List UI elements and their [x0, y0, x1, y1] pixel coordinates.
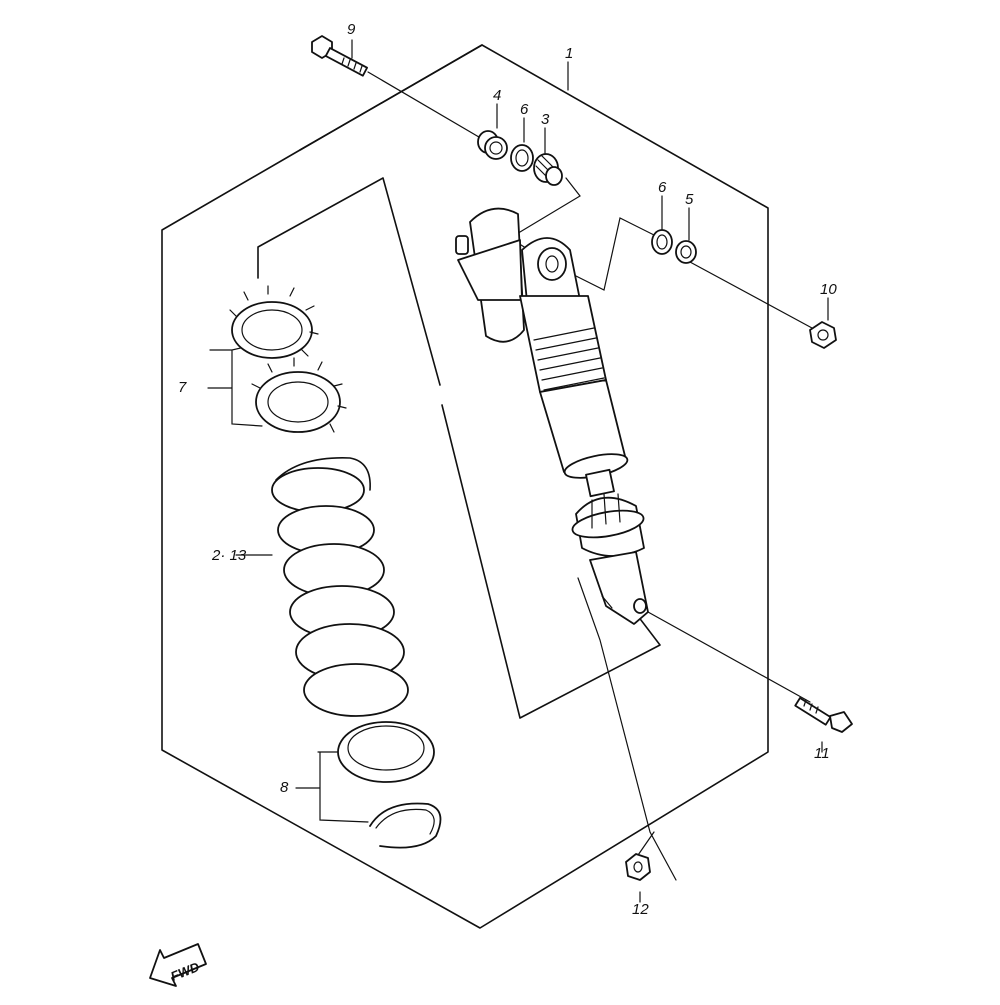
callout-2-13: 2· 13	[211, 547, 247, 564]
callout-11: 11	[814, 745, 830, 762]
callout-8: 8	[280, 779, 289, 796]
callout-10: 10	[820, 281, 837, 298]
oil-seal-right[interactable]	[651, 229, 673, 255]
callout-3: 3	[541, 111, 550, 128]
coil-spring[interactable]	[271, 457, 409, 717]
callout-4: 4	[493, 87, 501, 104]
needle-bearing[interactable]	[533, 153, 563, 186]
oil-seal-upper[interactable]	[510, 144, 534, 172]
callout-6-upper: 6	[520, 101, 529, 118]
collar-right[interactable]	[675, 240, 697, 264]
callout-12: 12	[632, 901, 649, 918]
callout-1: 1	[565, 45, 573, 62]
callout-labels: 1 2· 13 3 4 5 6 6 7 8 9 10 11 12	[178, 21, 837, 918]
spring-adjuster-nut-lower[interactable]	[251, 357, 347, 433]
stopper-ring[interactable]	[369, 802, 442, 849]
upper-bolt[interactable]	[311, 35, 368, 77]
callout-9: 9	[347, 21, 356, 38]
callout-5: 5	[685, 191, 694, 208]
fwd-arrow-icon: FWD	[149, 943, 207, 987]
collar[interactable]	[477, 130, 508, 160]
frame-edge	[299, 44, 483, 151]
spring-adjuster-nut-upper[interactable]	[229, 285, 319, 359]
callout-7: 7	[178, 379, 187, 396]
leader-lines	[207, 39, 829, 903]
spring-guide[interactable]	[337, 721, 435, 783]
shock-absorber[interactable]	[455, 207, 649, 625]
upper-nut[interactable]	[809, 321, 837, 349]
lower-nut[interactable]	[625, 853, 651, 881]
assembly-frame	[161, 44, 769, 929]
lower-bolt[interactable]	[794, 697, 853, 733]
callout-6-right: 6	[658, 179, 667, 196]
